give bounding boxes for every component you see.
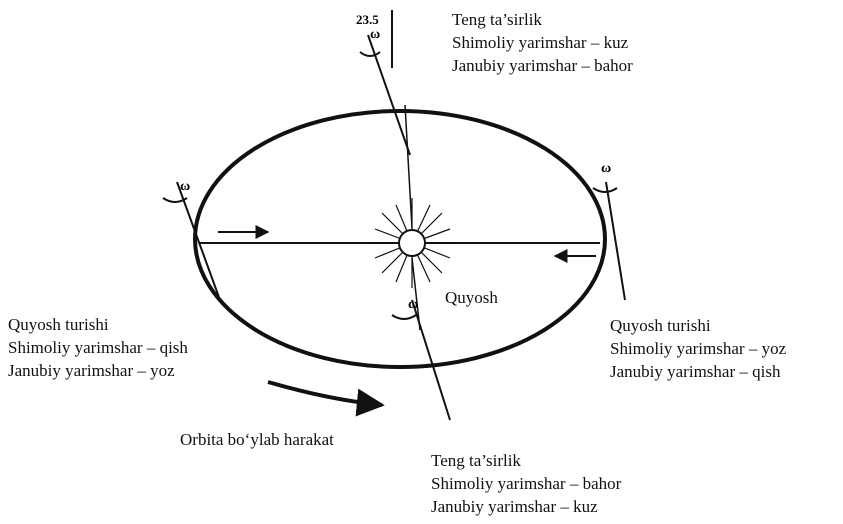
right-south: Janubiy yarimshar – qish: [610, 360, 786, 383]
bottom-title: Teng ta’sirlik: [431, 449, 621, 472]
top-label: Teng ta’sirlik Shimoliy yarimshar – kuz …: [452, 8, 633, 77]
omega-bottom: ω: [408, 297, 418, 312]
left-label: Quyosh turishi Shimoliy yarimshar – qish…: [8, 313, 188, 382]
top-north: Shimoliy yarimshar – kuz: [452, 31, 633, 54]
omega-right: ω: [601, 161, 611, 176]
tilt-label: 23.5: [356, 12, 379, 27]
bottom-axis: [412, 300, 450, 420]
sun-top-line: [405, 105, 412, 228]
omega-left: ω: [180, 179, 190, 194]
sun-label: Quyosh: [445, 286, 498, 309]
right-label: Quyosh turishi Shimoliy yarimshar – yoz …: [610, 314, 786, 383]
right-rotation-arrow: [593, 188, 617, 192]
omega-top: ω: [370, 27, 380, 42]
left-south: Janubiy yarimshar – yoz: [8, 359, 188, 382]
right-axis: [606, 182, 625, 300]
left-title: Quyosh turishi: [8, 313, 188, 336]
top-axis: [368, 35, 410, 155]
top-rotation-arrow: [360, 52, 380, 56]
bottom-rotation-arrow: [392, 315, 416, 319]
right-title: Quyosh turishi: [610, 314, 786, 337]
bottom-north: Shimoliy yarimshar – bahor: [431, 472, 621, 495]
sun: [399, 230, 425, 256]
orbit-motion-arrow: [268, 382, 382, 405]
top-south: Janubiy yarimshar – bahor: [452, 54, 633, 77]
right-north: Shimoliy yarimshar – yoz: [610, 337, 786, 360]
orbit-motion-label: Orbita bo‘ylab harakat: [180, 428, 334, 451]
bottom-label: Teng ta’sirlik Shimoliy yarimshar – baho…: [431, 449, 621, 518]
bottom-south: Janubiy yarimshar – kuz: [431, 495, 621, 518]
top-title: Teng ta’sirlik: [452, 8, 633, 31]
left-north: Shimoliy yarimshar – qish: [8, 336, 188, 359]
